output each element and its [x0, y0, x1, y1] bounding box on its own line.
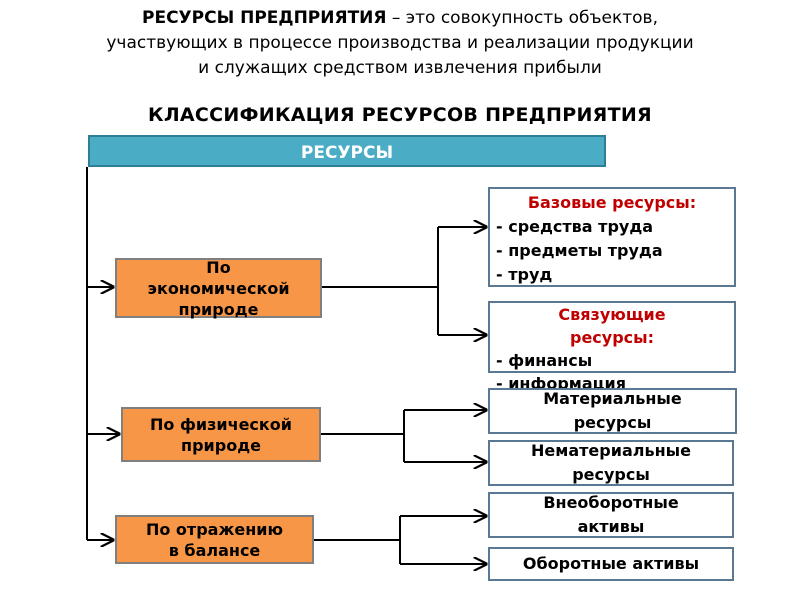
leaf-basic-item: - средства труда — [496, 217, 654, 236]
leaf-noncurrent-line-2: активы — [577, 517, 645, 536]
leaf-nonmaterial-line-2: ресурсы — [572, 465, 650, 484]
definition-line-1: – это совокупность объектов, — [386, 8, 658, 28]
definition-line-3: и служащих средством извлечения прибыли — [198, 58, 602, 78]
leaf-nonmaterial-line-1: Нематериальные — [531, 441, 691, 460]
leaf-basic-resources: Базовые ресурсы: - средства труда - пред… — [488, 187, 736, 287]
category-physical-line-1: По физической — [150, 414, 292, 434]
category-economic-line-1: По — [206, 257, 231, 277]
root-node: РЕСУРСЫ — [88, 135, 606, 167]
category-balance-line-1: По отражению — [145, 519, 284, 539]
category-economic-line-3: природе — [178, 299, 259, 319]
category-physical-line-2: природе — [181, 435, 261, 455]
leaf-noncurrent-line-1: Внеоборотные — [543, 493, 679, 512]
leaf-linking-item: - финансы — [496, 351, 593, 370]
leaf-basic-item: - предметы труда — [496, 241, 663, 260]
definition-line-2: участвующих в процессе производства и ре… — [106, 33, 694, 53]
category-economic: По экономической природе — [115, 257, 322, 319]
leaf-nonmaterial-resources: Нематериальные ресурсы — [488, 440, 734, 486]
category-physical: По физической природе — [121, 407, 321, 462]
category-balance-line-2: в балансе — [168, 540, 261, 560]
leaf-material-resources: Материальные ресурсы — [488, 388, 737, 434]
leaf-basic-item: - труд — [496, 265, 553, 284]
leaf-linking-title-1: Связующие — [558, 305, 666, 324]
leaf-current-assets: Оборотные активы — [488, 547, 734, 581]
definition-term: РЕСУРСЫ ПРЕДПРИЯТИЯ — [142, 8, 387, 28]
leaf-linking-title-2: ресурсы: — [569, 328, 655, 347]
definition-text: РЕСУРСЫ ПРЕДПРИЯТИЯ – это совокупность о… — [20, 6, 780, 81]
leaf-noncurrent-assets: Внеоборотные активы — [488, 492, 734, 538]
leaf-linking-resources: Связующие ресурсы: - финансы - информаци… — [488, 301, 736, 393]
classification-title: КЛАССИФИКАЦИЯ РЕСУРСОВ ПРЕДПРИЯТИЯ — [148, 104, 652, 126]
leaf-material-line-2: ресурсы — [573, 413, 652, 432]
leaf-current-line-1: Оборотные активы — [522, 554, 700, 573]
category-balance: По отражению в балансе — [115, 515, 314, 564]
category-economic-line-2: экономической — [147, 278, 290, 298]
leaf-material-line-1: Материальные — [543, 389, 682, 408]
leaf-basic-title: Базовые ресурсы: — [527, 193, 697, 212]
